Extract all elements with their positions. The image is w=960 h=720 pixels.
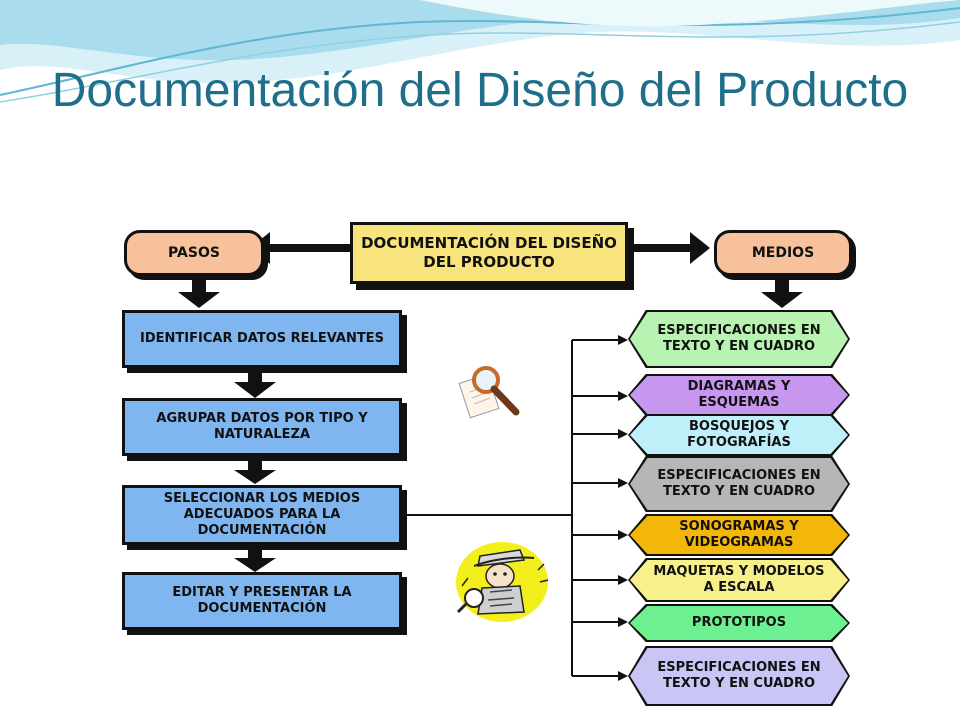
detective-icon (456, 542, 549, 622)
diagram-connectors (178, 232, 803, 681)
medio-item: PROTOTIPOS (628, 604, 850, 642)
medio-item: MAQUETAS Y MODELOS A ESCALA (628, 558, 850, 602)
paso-step-2: AGRUPAR DATOS POR TIPO Y NATURALEZA (122, 398, 402, 456)
connector-medios-down (775, 278, 789, 292)
paso-step-4: EDITAR Y PRESENTAR LA DOCUMENTACIÓN (122, 572, 402, 630)
connector-step-2-3 (248, 458, 262, 470)
medio-label: ESPECIFICACIONES EN TEXTO Y EN CUADRO (630, 458, 848, 510)
magnifier-icon (458, 366, 520, 419)
connector-center-to-medios (627, 244, 691, 252)
medio-label: BOSQUEJOS Y FOTOGRAFÍAS (630, 416, 848, 454)
medio-label: ESPECIFICACIONES EN TEXTO Y EN CUADRO (630, 648, 848, 704)
header-wave-decoration (0, 0, 960, 103)
arrow-to-medios (690, 232, 710, 264)
connector-step-3-4 (248, 546, 262, 558)
medio-item: ESPECIFICACIONES EN TEXTO Y EN CUADRO (628, 456, 850, 512)
medio-label: ESPECIFICACIONES EN TEXTO Y EN CUADRO (630, 312, 848, 366)
arrow-step-3-4 (234, 558, 276, 572)
connector-center-to-pasos (270, 244, 350, 252)
medio-label: SONOGRAMAS Y VIDEOGRAMAS (630, 516, 848, 554)
medio-item: BOSQUEJOS Y FOTOGRAFÍAS (628, 414, 850, 456)
diagram: PASOS DOCUMENTACIÓN DEL DISEÑO DEL PRODU… (112, 210, 872, 720)
pasos-label: PASOS (124, 230, 264, 276)
medio-item: DIAGRAMAS Y ESQUEMAS (628, 374, 850, 416)
medio-item: ESPECIFICACIONES EN TEXTO Y EN CUADRO (628, 310, 850, 368)
medio-label: MAQUETAS Y MODELOS A ESCALA (630, 560, 848, 600)
connector-step-1-2 (248, 370, 262, 382)
paso-step-1: IDENTIFICAR DATOS RELEVANTES (122, 310, 402, 368)
arrow-step-1-2 (234, 382, 276, 398)
connector-branches (572, 335, 628, 681)
medio-label: PROTOTIPOS (630, 606, 848, 640)
medio-label: DIAGRAMAS Y ESQUEMAS (630, 376, 848, 414)
arrow-medios-to-list (761, 292, 803, 308)
center-title-box: DOCUMENTACIÓN DEL DISEÑO DEL PRODUCTO (350, 222, 628, 284)
medio-item: SONOGRAMAS Y VIDEOGRAMAS (628, 514, 850, 556)
connector-pasos-down (192, 278, 206, 292)
arrow-step-2-3 (234, 470, 276, 484)
paso-step-3: SELECCIONAR LOS MEDIOS ADECUADOS PARA LA… (122, 485, 402, 545)
arrow-pasos-to-step-1 (178, 292, 220, 308)
slide-title: Documentación del Diseño del Producto (51, 64, 909, 117)
medio-item: ESPECIFICACIONES EN TEXTO Y EN CUADRO (628, 646, 850, 706)
medios-label: MEDIOS (714, 230, 852, 276)
